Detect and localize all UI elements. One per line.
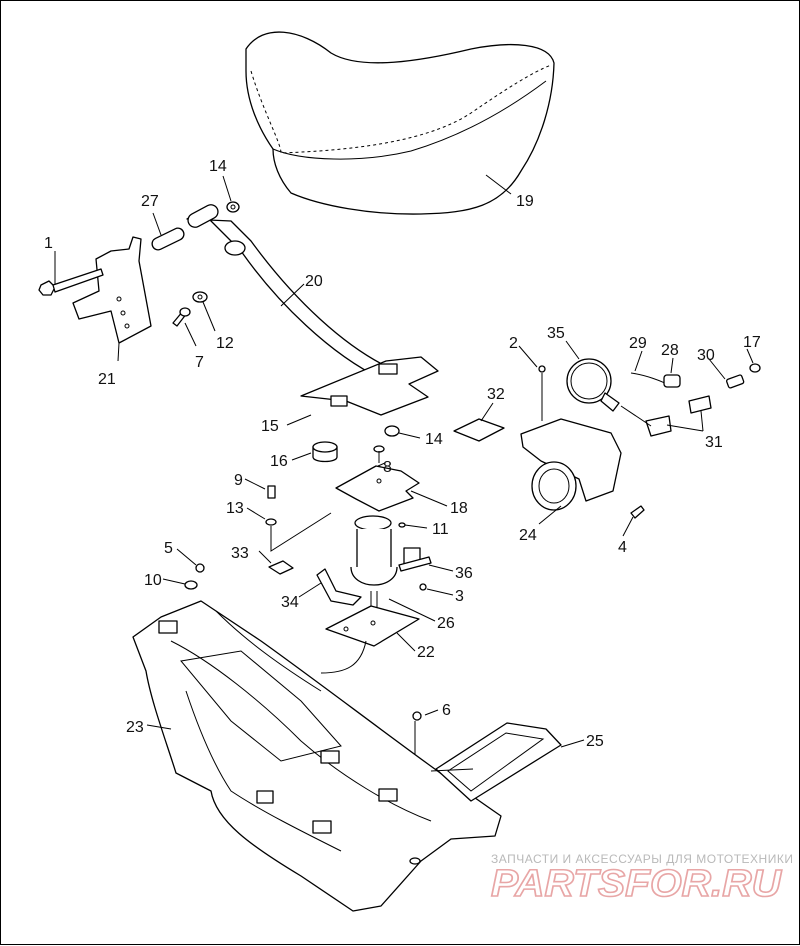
part-27-spacer (151, 227, 185, 251)
callout-9: 9 (234, 472, 243, 489)
part-24-gauge-bracket (520, 418, 622, 511)
callout-1: 1 (44, 235, 53, 252)
part-35-gauge (566, 358, 620, 412)
callout-15: 15 (261, 418, 279, 435)
part-2-screw (538, 365, 546, 421)
part-23-frame (132, 600, 502, 912)
part-14-nut-upper (226, 201, 240, 213)
part-36-valve (398, 547, 432, 572)
callout-2: 2 (509, 335, 518, 352)
part-26-air-shock (350, 515, 398, 621)
part-11-nut (398, 522, 406, 528)
callout-13: 13 (226, 500, 244, 517)
callout-27: 27 (141, 193, 159, 210)
callout-5: 5 (164, 540, 173, 557)
callout-22: 22 (417, 644, 435, 661)
part-3-screw (419, 583, 427, 591)
part-31-tee-fittings (620, 395, 712, 437)
part-18-plate (335, 465, 420, 512)
watermark-logo: PARTSFOR.RU (491, 863, 783, 905)
part-4-screw (630, 505, 645, 519)
callout-26: 26 (437, 615, 455, 632)
callout-32: 32 (487, 386, 505, 403)
callout-7: 7 (195, 354, 204, 371)
callout-14-upper: 14 (209, 158, 227, 175)
part-32-pad (453, 418, 505, 442)
callout-20: 20 (305, 273, 323, 290)
part-8-screw (373, 445, 385, 463)
callout-24: 24 (519, 527, 537, 544)
part-1-bolt (38, 268, 104, 296)
part-17-cap (749, 363, 761, 373)
part-21-bracket (72, 236, 152, 344)
part-12-washer (192, 291, 208, 303)
part-9-bolt (267, 485, 276, 499)
part-16-bumper (312, 441, 338, 463)
callout-16: 16 (270, 453, 288, 470)
callout-labels: 1 2 3 4 5 6 7 8 9 10 11 12 13 14 14 15 1… (44, 158, 761, 750)
callout-29: 29 (629, 335, 647, 352)
callout-23: 23 (126, 719, 144, 736)
part-30-fitting (726, 374, 745, 389)
callout-8: 8 (383, 459, 392, 476)
callout-18: 18 (450, 500, 468, 517)
callout-30: 30 (697, 347, 715, 364)
callout-34: 34 (281, 594, 299, 611)
callout-36: 36 (455, 565, 473, 582)
callout-17: 17 (743, 334, 761, 351)
watermark-tagline: ЗАПЧАСТИ И АКСЕССУАРЫ ДЛЯ МОТОТЕХНИКИ (491, 852, 793, 866)
callout-14-lower: 14 (425, 431, 443, 448)
part-19-seat (245, 31, 555, 215)
part-5-screw (195, 563, 205, 573)
part-34-clip (316, 568, 362, 606)
callout-25: 25 (586, 733, 604, 750)
watermark: ЗАПЧАСТИ И АКСЕССУАРЫ ДЛЯ МОТОТЕХНИКИ PA… (490, 852, 793, 906)
part-25-panel (430, 722, 562, 802)
part-7-screw (172, 307, 191, 327)
callout-12: 12 (216, 335, 234, 352)
part-20-support-bar (186, 204, 439, 416)
callout-35: 35 (547, 325, 565, 342)
callout-19: 19 (516, 193, 534, 210)
callout-31: 31 (705, 434, 723, 451)
callout-4: 4 (618, 539, 627, 556)
callout-6: 6 (442, 702, 451, 719)
leader-lines (54, 174, 754, 748)
callout-33: 33 (231, 545, 249, 562)
part-14-nut-lower (384, 425, 400, 437)
connector-line-a (270, 512, 332, 552)
part-10-washer (184, 580, 198, 590)
callout-3: 3 (455, 588, 464, 605)
part-22-base-plate (320, 605, 420, 674)
callout-28: 28 (661, 342, 679, 359)
part-29-hose (630, 372, 670, 386)
callout-11: 11 (432, 521, 449, 538)
callout-10: 10 (144, 572, 162, 589)
part-13-washer (265, 518, 277, 526)
part-28-fitting (663, 374, 681, 388)
part-33-pad (268, 560, 294, 575)
callout-21: 21 (98, 371, 116, 388)
